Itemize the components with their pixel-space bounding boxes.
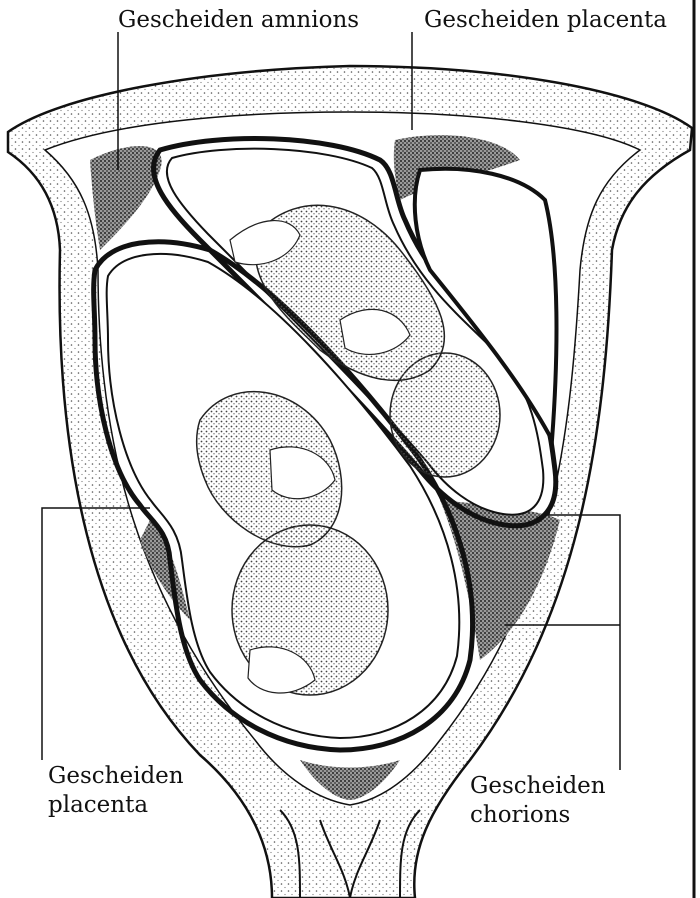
label-separate-placenta-bottom-line2: placenta: [48, 791, 184, 820]
label-separate-amnions: Gescheiden amnions: [118, 6, 359, 35]
label-separate-placenta-top: Gescheiden placenta: [424, 6, 667, 35]
label-separate-amnions-text: Gescheiden amnions: [118, 6, 359, 35]
label-separate-placenta-bottom-line1: Gescheiden: [48, 762, 184, 791]
label-separate-placenta-top-text: Gescheiden placenta: [424, 6, 667, 35]
label-separate-chorions: Gescheiden chorions: [470, 772, 606, 830]
label-separate-placenta-bottom: Gescheiden placenta: [48, 762, 184, 820]
label-separate-chorions-line1: Gescheiden: [470, 772, 606, 801]
label-separate-chorions-line2: chorions: [470, 801, 606, 830]
